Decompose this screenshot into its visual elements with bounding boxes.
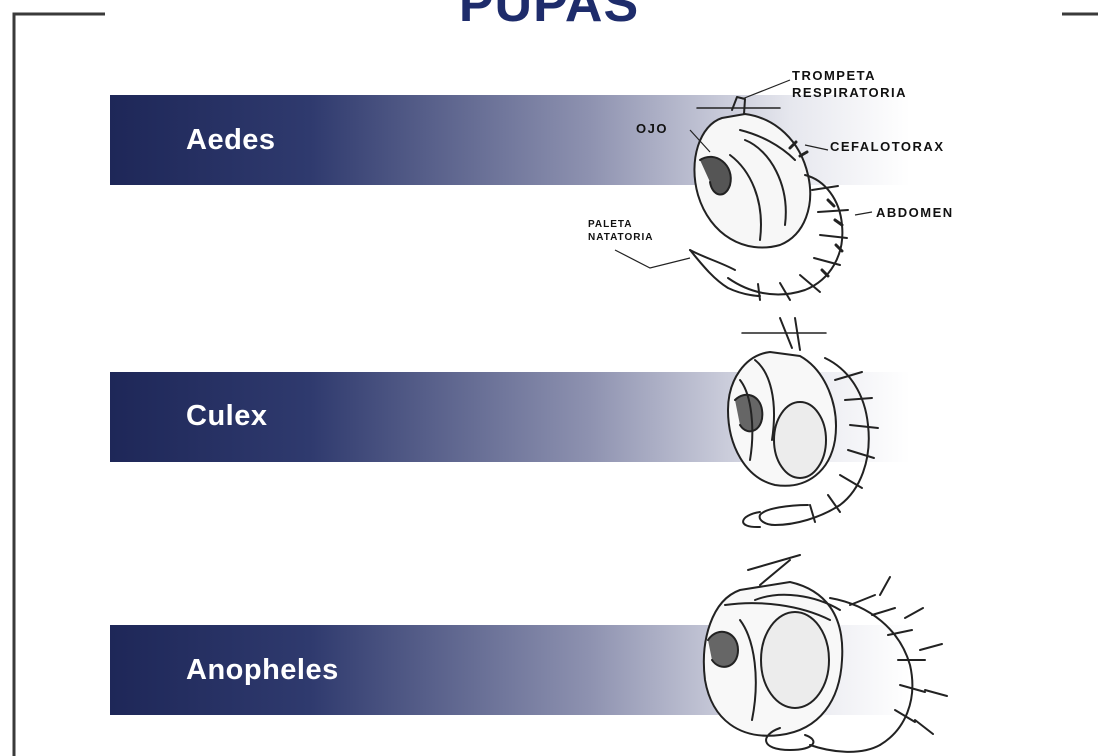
leader-trompeta [742,80,790,99]
label-trompeta-line2: RESPIRATORIA [792,84,907,101]
label-cefalotorax: CEFALOTORAX [830,138,945,155]
label-trompeta: TROMPETA RESPIRATORIA [792,67,907,101]
leader-paleta [615,250,690,268]
label-ojo: OJO [636,120,668,137]
label-abdomen: ABDOMEN [876,204,954,221]
label-paleta-line1: PALETA [588,218,653,231]
label-paleta: PALETA NATATORIA [588,218,653,244]
leader-cefalotorax [805,145,828,150]
label-trompeta-line1: TROMPETA [792,67,907,84]
label-paleta-line2: NATATORIA [588,231,653,244]
leader-abdomen [855,212,872,215]
leader-ojo [690,130,710,152]
